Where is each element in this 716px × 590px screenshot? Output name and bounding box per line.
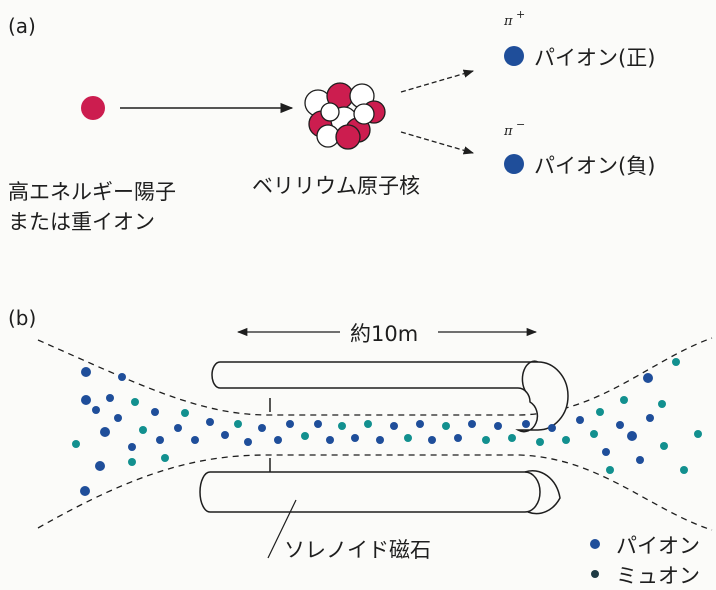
length-label: 約10m (350, 322, 419, 346)
magnet-leader-line (267, 499, 297, 559)
incoming-proton (81, 96, 105, 120)
panel-a-label: (a) (8, 14, 36, 38)
arrow-to-pi-plus (400, 69, 474, 93)
magnet-label: ソレノイド磁石 (284, 538, 431, 562)
beam-envelope-bottom (37, 454, 713, 531)
legend-pion-dot (590, 539, 600, 549)
target-label: ベリリウム原子核 (252, 174, 420, 198)
solenoid-magnet (199, 360, 569, 515)
pi-minus-dot (504, 154, 524, 174)
legend-muon-dot (591, 570, 599, 578)
pi-minus-sign: − (516, 118, 526, 131)
beryllium-nucleus (304, 82, 386, 150)
pi-minus-label: パイオン(負) (534, 154, 656, 178)
pi-plus-symbol: π (504, 14, 513, 29)
panel-b-label: (b) (8, 306, 37, 330)
legend-muon-label: ミュオン (616, 564, 700, 588)
source-label-line2: または重イオン (8, 210, 155, 234)
legend-pion-label: パイオン (616, 534, 700, 558)
pi-plus-sign: + (516, 8, 526, 21)
particles (72, 358, 702, 496)
pi-plus-label: パイオン(正) (534, 46, 656, 70)
pi-plus-dot (504, 46, 524, 66)
pi-minus-symbol: π (504, 124, 513, 139)
arrow-to-pi-minus (400, 131, 474, 155)
source-label-line1: 高エネルギー陽子 (8, 180, 176, 204)
